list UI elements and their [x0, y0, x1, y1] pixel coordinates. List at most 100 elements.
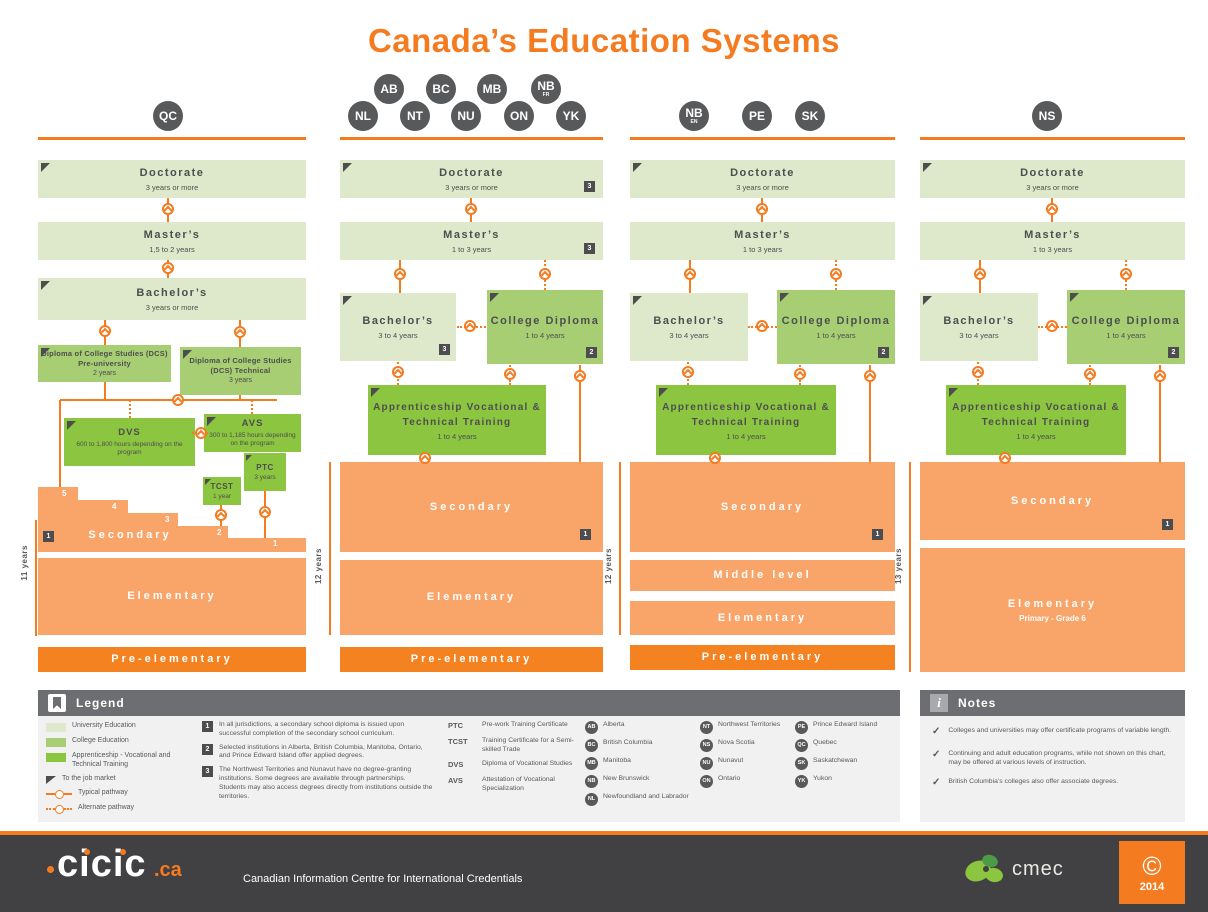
province-badge-nb-en: NB EN	[679, 101, 709, 131]
job-market-flag-icon	[923, 296, 932, 305]
notes-items: ✓ Colleges and universities may offer ce…	[932, 726, 1172, 799]
abbreviation-item: PTC Pre-work Training Certificate	[448, 721, 580, 731]
pathway-line	[1159, 365, 1161, 462]
job-market-flag-icon	[207, 417, 216, 426]
ns-secondary-box: Secondary 1	[920, 462, 1185, 540]
ns-college-diploma-box: College Diploma 1 to 4 years 2	[1067, 290, 1185, 364]
box-title: Apprenticeship Vocational & Technical Tr…	[662, 401, 830, 428]
box-subtitle: 3 to 4 years	[669, 330, 709, 340]
qc-secondary-step-2	[178, 526, 228, 552]
province-badge-nb-fr: NB FR	[531, 74, 561, 104]
box-subtitle: 1,5 to 2 years	[149, 244, 195, 254]
qc-secondary-step-1	[228, 538, 306, 552]
province-badge-icon: YK	[795, 775, 808, 788]
box-title: Middle level	[713, 569, 812, 582]
qc-dcs-preuniversity-box: Diploma of College Studies (DCS) Pre-uni…	[38, 345, 171, 382]
qc-pre-elementary-box: Pre-elementary	[38, 647, 306, 672]
job-market-flag-icon	[490, 293, 499, 302]
job-market-flag-icon	[67, 421, 76, 430]
note-item: ✓ British Columbia’s colleges also offer…	[932, 777, 1172, 790]
box-title: Diploma of College Studies (DCS) Pre-uni…	[41, 348, 168, 368]
box-subtitle: 3 years	[254, 473, 276, 481]
apprenticeship-swatch	[46, 753, 66, 762]
pathway-node-icon	[464, 320, 476, 332]
box-title: Secondary	[720, 500, 805, 513]
abbreviation-item: AVS Attestation of Vocational Specializa…	[448, 776, 580, 794]
abbr: DVS	[448, 760, 464, 770]
pathway-node-icon	[215, 509, 227, 521]
ns-bachelors-box: Bachelor’s 3 to 4 years	[920, 293, 1038, 361]
pathway-node-icon	[172, 394, 184, 406]
province-badge-icon: PE	[795, 721, 808, 734]
pathway-line	[579, 365, 581, 462]
footnote-badge: 1	[202, 721, 213, 732]
job-market-flag-icon	[343, 296, 352, 305]
footnote-badge: 1	[1162, 519, 1173, 530]
note-text: In all jurisdictions, a secondary school…	[219, 721, 405, 737]
note-text: Continuing and adult education programs,…	[948, 749, 1166, 766]
job-market-flag-icon	[183, 350, 192, 359]
note-text: British Columbia’s colleges also offer a…	[948, 777, 1119, 785]
province-name: Manitoba	[603, 757, 631, 764]
box-subtitle: 600 to 1,800 hours depending on the prog…	[76, 440, 183, 456]
job-market-flag-icon	[949, 388, 958, 397]
province-badge-nu: NU	[451, 101, 481, 131]
pathway-node-icon	[794, 368, 806, 380]
province-badge-icon: NS	[700, 739, 713, 752]
box-subtitle: 1 to 4 years	[525, 330, 565, 340]
box-subtitle: 1 to 3 years	[451, 244, 492, 254]
badge-subcode: FR	[542, 92, 550, 98]
province-name: Northwest Territories	[718, 721, 781, 728]
nbpesk-college-diploma-box: College Diploma 1 to 4 years 2	[777, 290, 895, 364]
box-title: Secondary	[429, 500, 514, 513]
badge-subcode: EN	[690, 119, 698, 125]
job-market-flag-icon	[780, 293, 789, 302]
step-number: 3	[165, 515, 170, 524]
pathway-node-icon	[574, 370, 586, 382]
legend-label: Alternate pathway	[78, 803, 135, 811]
pathway-line-alternate	[251, 400, 253, 414]
job-market-flag-icon	[205, 479, 211, 485]
job-market-flag-icon	[246, 455, 252, 461]
badge-code: NB	[685, 106, 703, 120]
box-subtitle: 1 to 4 years	[816, 330, 856, 340]
job-market-flag-icon	[633, 296, 642, 305]
copyright-icon: ©	[1142, 850, 1162, 881]
pathway-line	[239, 395, 241, 400]
box-title: Bachelor’s	[943, 315, 1015, 328]
years-line	[909, 462, 911, 672]
check-icon: ✓	[932, 726, 941, 737]
box-subtitle: 1 to 4 years	[726, 431, 766, 441]
job-market-flag-icon	[1070, 293, 1079, 302]
notes-header: i Notes	[920, 690, 1185, 716]
legend-item: Typical pathway	[46, 789, 196, 799]
box-subtitle: 1 to 4 years	[1106, 330, 1146, 340]
box-title: Elementary	[1007, 597, 1098, 610]
info-icon: i	[930, 694, 948, 712]
pathway-node-icon	[684, 268, 696, 280]
pathway-node-icon	[974, 268, 986, 280]
job-market-flag-icon	[41, 281, 50, 290]
step-number: 2	[217, 528, 222, 537]
province-badge-nl: NL	[348, 101, 378, 131]
abbr-text: Training Certificate for a Semi-skilled …	[482, 736, 574, 753]
years-line	[35, 520, 37, 636]
province-name: Nova Scotia	[718, 739, 755, 746]
legend-title: Legend	[76, 696, 125, 710]
province-badge-icon: NT	[700, 721, 713, 734]
province-badge-icon: MB	[585, 757, 598, 770]
box-subtitle: 3 years or more	[736, 182, 789, 192]
legend-body	[38, 716, 900, 822]
multi-pre-elementary-box: Pre-elementary	[340, 647, 603, 672]
box-subtitle: 300 to 1,185 hours depending on the prog…	[209, 431, 296, 447]
job-market-flag-icon	[343, 163, 352, 172]
badge-code: NB	[537, 79, 555, 93]
province-badge-icon: ON	[700, 775, 713, 788]
box-subtitle: 3 years	[229, 377, 252, 385]
box-subtitle: 3 years or more	[445, 182, 498, 192]
